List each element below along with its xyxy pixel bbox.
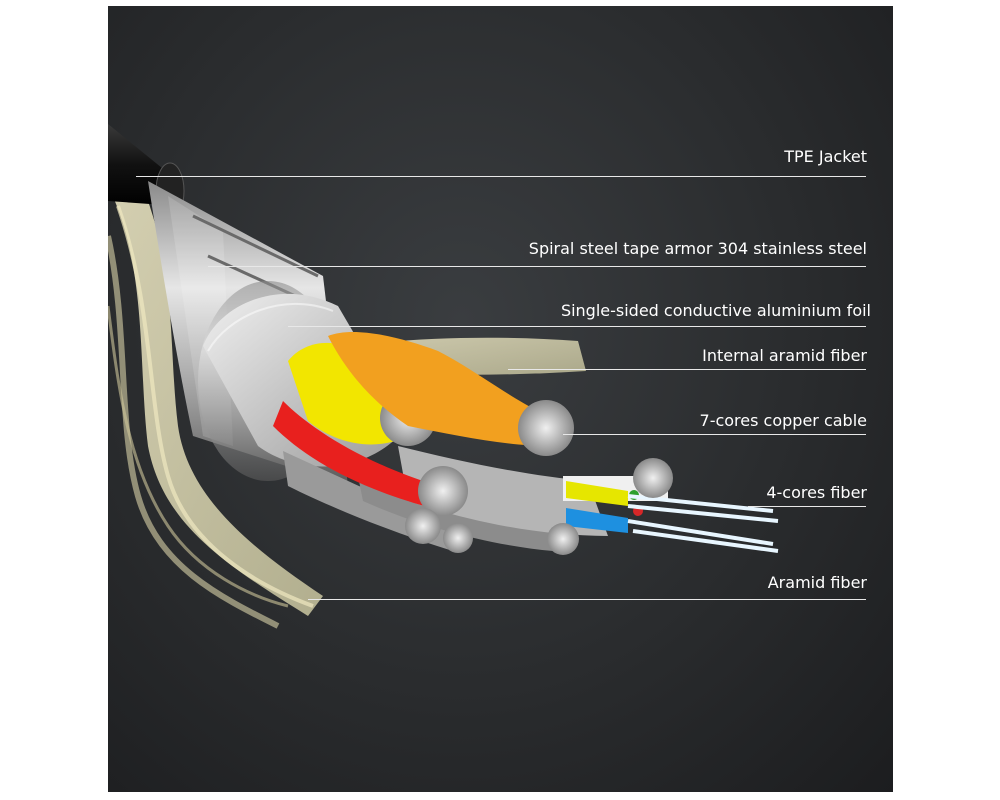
leader-line-steel-tape <box>208 266 866 267</box>
leader-line-aramid <box>308 599 866 600</box>
orange-core-shape <box>328 331 548 446</box>
label-internal-aramid-fiber: Internal aramid fiber <box>702 346 867 365</box>
label-fiber-cores: 4-cores fiber <box>766 483 867 502</box>
label-tpe-jacket: TPE Jacket <box>784 147 867 166</box>
cable-cross-section-illustration <box>108 124 779 629</box>
aramid-fiber-strands <box>108 176 323 629</box>
leader-line-copper <box>563 434 866 435</box>
red-core-shape <box>273 401 443 511</box>
fiber-bundle <box>563 458 779 553</box>
label-aluminium-foil: Single-sided conductive aluminium foil <box>560 301 871 320</box>
leader-line-fiber4 <box>748 506 866 507</box>
leader-line-alu-foil <box>288 326 866 327</box>
label-aramid-fiber: Aramid fiber <box>767 573 867 592</box>
diagram-panel: TPE Jacket Spiral steel tape armor 304 s… <box>108 6 893 792</box>
leader-line-tpe-jacket <box>136 176 866 177</box>
leader-line-int-aramid <box>508 369 866 370</box>
label-steel-tape-armor: Spiral steel tape armor 304 stainless st… <box>528 239 867 258</box>
label-copper-cable: 7-cores copper cable <box>699 411 867 430</box>
